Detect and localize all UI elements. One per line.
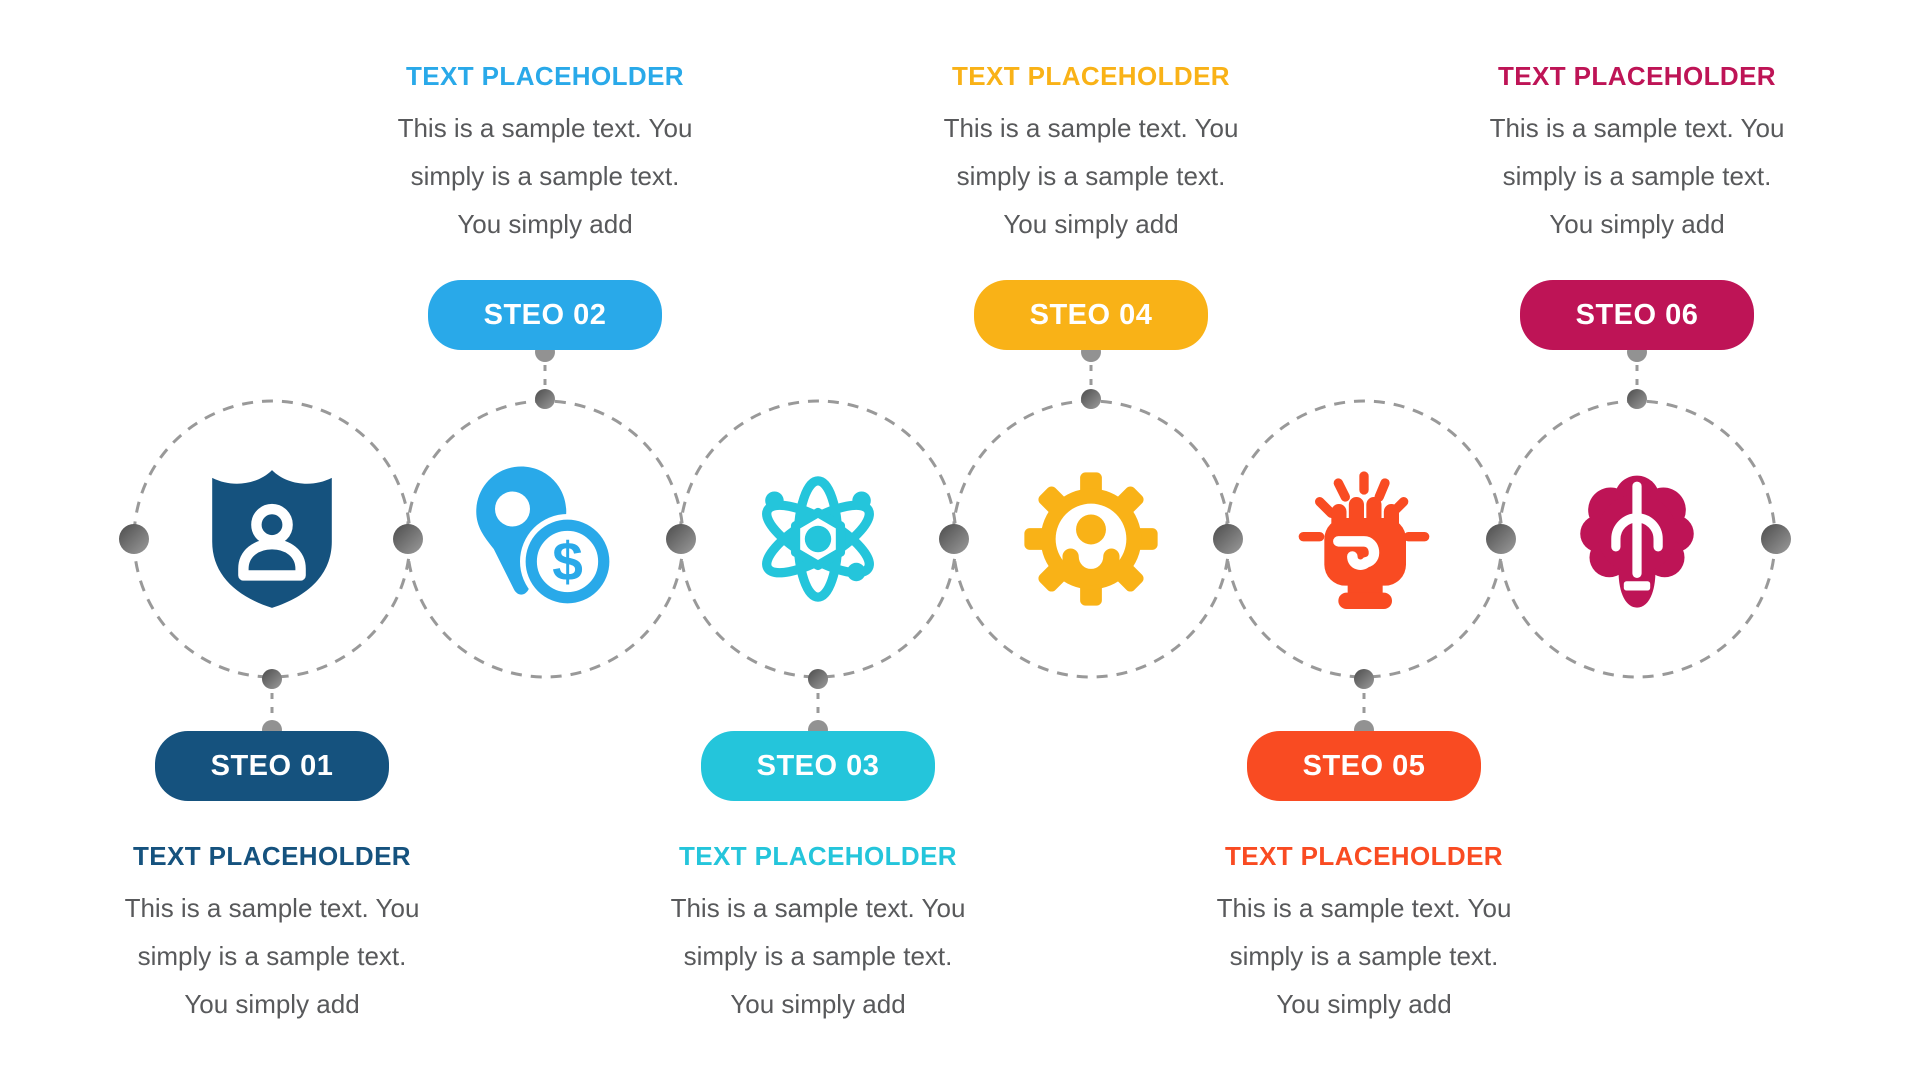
- step-1-body-line: This is a sample text. You: [124, 893, 420, 923]
- step-1-textblock: TEXT PLACEHOLDER This is a sample text. …: [102, 838, 442, 1028]
- shield-user-icon: [207, 466, 337, 617]
- step-2-body-line: You simply add: [457, 209, 633, 239]
- step-4: STEO 04 TEXT PLACEHOLDER This is a sampl…: [921, 0, 1261, 1080]
- brain-icon: [1571, 465, 1703, 618]
- atom-icon: [752, 473, 884, 610]
- step-5-badge: STEO 05: [1247, 731, 1481, 801]
- step-5-body-line: simply is a sample text.: [1229, 941, 1499, 971]
- step-3-badge-label: STEO 03: [756, 749, 880, 782]
- fist-power-icon: [1294, 469, 1434, 614]
- junction-dots: [119, 389, 1791, 689]
- step-3-body-line: This is a sample text. You: [670, 893, 966, 923]
- step-4-body-line: simply is a sample text.: [956, 161, 1226, 191]
- step-5-heading: TEXT PLACEHOLDER: [1225, 841, 1503, 871]
- gear-user-icon: [1023, 471, 1159, 612]
- step-5-body-line: You simply add: [1276, 989, 1452, 1019]
- step-5-badge-label: STEO 05: [1302, 749, 1426, 782]
- step-5-body-line: This is a sample text. You: [1216, 893, 1512, 923]
- step-6-body-line: This is a sample text. You: [1489, 113, 1785, 143]
- svg-text:$: $: [552, 530, 583, 592]
- step-1-body-line: You simply add: [184, 989, 360, 1019]
- step-6-body-line: You simply add: [1549, 209, 1725, 239]
- step-2-heading: TEXT PLACEHOLDER: [406, 61, 684, 91]
- step-2-textblock: TEXT PLACEHOLDER This is a sample text. …: [375, 58, 715, 248]
- step-6-body-line: simply is a sample text.: [1502, 161, 1772, 191]
- step-6-textblock: TEXT PLACEHOLDER This is a sample text. …: [1467, 58, 1807, 248]
- step-6-badge-label: STEO 06: [1575, 298, 1699, 331]
- step-6: STEO 06 TEXT PLACEHOLDER This is a sampl…: [1467, 0, 1807, 1080]
- step-6-badge: STEO 06: [1520, 280, 1754, 350]
- step-6-heading: TEXT PLACEHOLDER: [1498, 61, 1776, 91]
- step-1-body-line: simply is a sample text.: [137, 941, 407, 971]
- step-4-badge: STEO 04: [974, 280, 1208, 350]
- step-2-badge-label: STEO 02: [483, 298, 607, 331]
- step-3-body-line: You simply add: [730, 989, 906, 1019]
- step-2: $ STEO 02 TEXT PLACEHOLDER This is a sam…: [375, 0, 715, 1080]
- step-2-badge: STEO 02: [428, 280, 662, 350]
- map-pin-dollar-icon: $: [471, 464, 619, 619]
- step-3-badge: STEO 03: [701, 731, 935, 801]
- step-2-body-line: This is a sample text. You: [397, 113, 693, 143]
- step-4-textblock: TEXT PLACEHOLDER This is a sample text. …: [921, 58, 1261, 248]
- step-4-heading: TEXT PLACEHOLDER: [952, 61, 1230, 91]
- step-3-textblock: TEXT PLACEHOLDER This is a sample text. …: [648, 838, 988, 1028]
- step-4-body-line: You simply add: [1003, 209, 1179, 239]
- step-5-textblock: TEXT PLACEHOLDER This is a sample text. …: [1194, 838, 1534, 1028]
- step-2-body-line: simply is a sample text.: [410, 161, 680, 191]
- step-1-badge: STEO 01: [155, 731, 389, 801]
- step-3-body-line: simply is a sample text.: [683, 941, 953, 971]
- step-5: STEO 05 TEXT PLACEHOLDER This is a sampl…: [1194, 0, 1534, 1080]
- step-1: STEO 01 TEXT PLACEHOLDER This is a sampl…: [102, 0, 442, 1080]
- step-4-body-line: This is a sample text. You: [943, 113, 1239, 143]
- step-1-heading: TEXT PLACEHOLDER: [133, 841, 411, 871]
- step-4-badge-label: STEO 04: [1029, 298, 1153, 331]
- step-1-badge-label: STEO 01: [210, 749, 334, 782]
- step-3-heading: TEXT PLACEHOLDER: [679, 841, 957, 871]
- step-3: STEO 03 TEXT PLACEHOLDER This is a sampl…: [648, 0, 988, 1080]
